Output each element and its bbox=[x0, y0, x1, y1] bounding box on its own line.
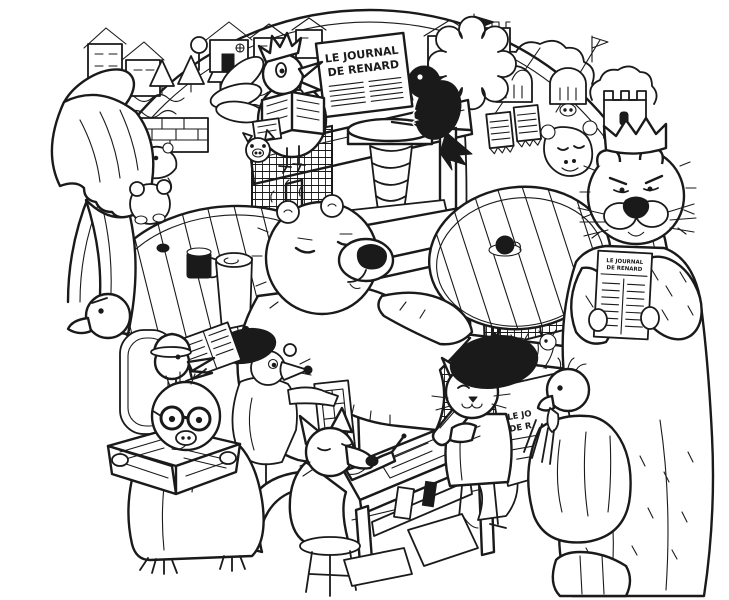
cat-newsboy bbox=[431, 332, 539, 533]
lion-paper-line1: LE JOURNAL bbox=[606, 258, 644, 266]
turkey-reader bbox=[523, 357, 632, 544]
hamster-onlooker bbox=[129, 179, 172, 225]
stool bbox=[299, 536, 361, 597]
masthead-sign: LE JOURNAL DE RENARD bbox=[314, 31, 414, 119]
coffee-cup bbox=[488, 235, 522, 257]
crow bbox=[392, 65, 473, 171]
goose-foreground bbox=[50, 68, 155, 340]
piglet-onlooker bbox=[242, 129, 275, 163]
lion-foot bbox=[551, 550, 632, 598]
table-knot bbox=[156, 243, 170, 253]
duck-reader bbox=[150, 321, 243, 382]
round-glasses bbox=[152, 405, 212, 432]
street-lantern bbox=[190, 36, 208, 71]
loose-pages bbox=[343, 513, 479, 587]
black-beret bbox=[449, 335, 539, 389]
rooster-town-crier bbox=[209, 31, 328, 174]
lion-paper-line2: DE RENARD bbox=[606, 265, 643, 273]
poster-line1: LE JO bbox=[507, 409, 533, 423]
cat-whiskers bbox=[431, 393, 511, 411]
mole-toes bbox=[139, 555, 246, 575]
lion-newspaper: LE JOURNAL DE RENARD bbox=[592, 249, 654, 341]
mole-reader bbox=[106, 371, 265, 575]
hanging-newspapers bbox=[485, 104, 542, 155]
turkey-fingers bbox=[523, 419, 555, 465]
lion-whiskers bbox=[577, 203, 697, 237]
ink-bottles bbox=[393, 480, 438, 520]
sweat-drops bbox=[270, 179, 303, 203]
crown bbox=[602, 116, 668, 155]
sheep-onlooker bbox=[540, 120, 598, 177]
poster-line2: DE R bbox=[509, 421, 533, 435]
medieval-town-panorama bbox=[66, 8, 674, 304]
